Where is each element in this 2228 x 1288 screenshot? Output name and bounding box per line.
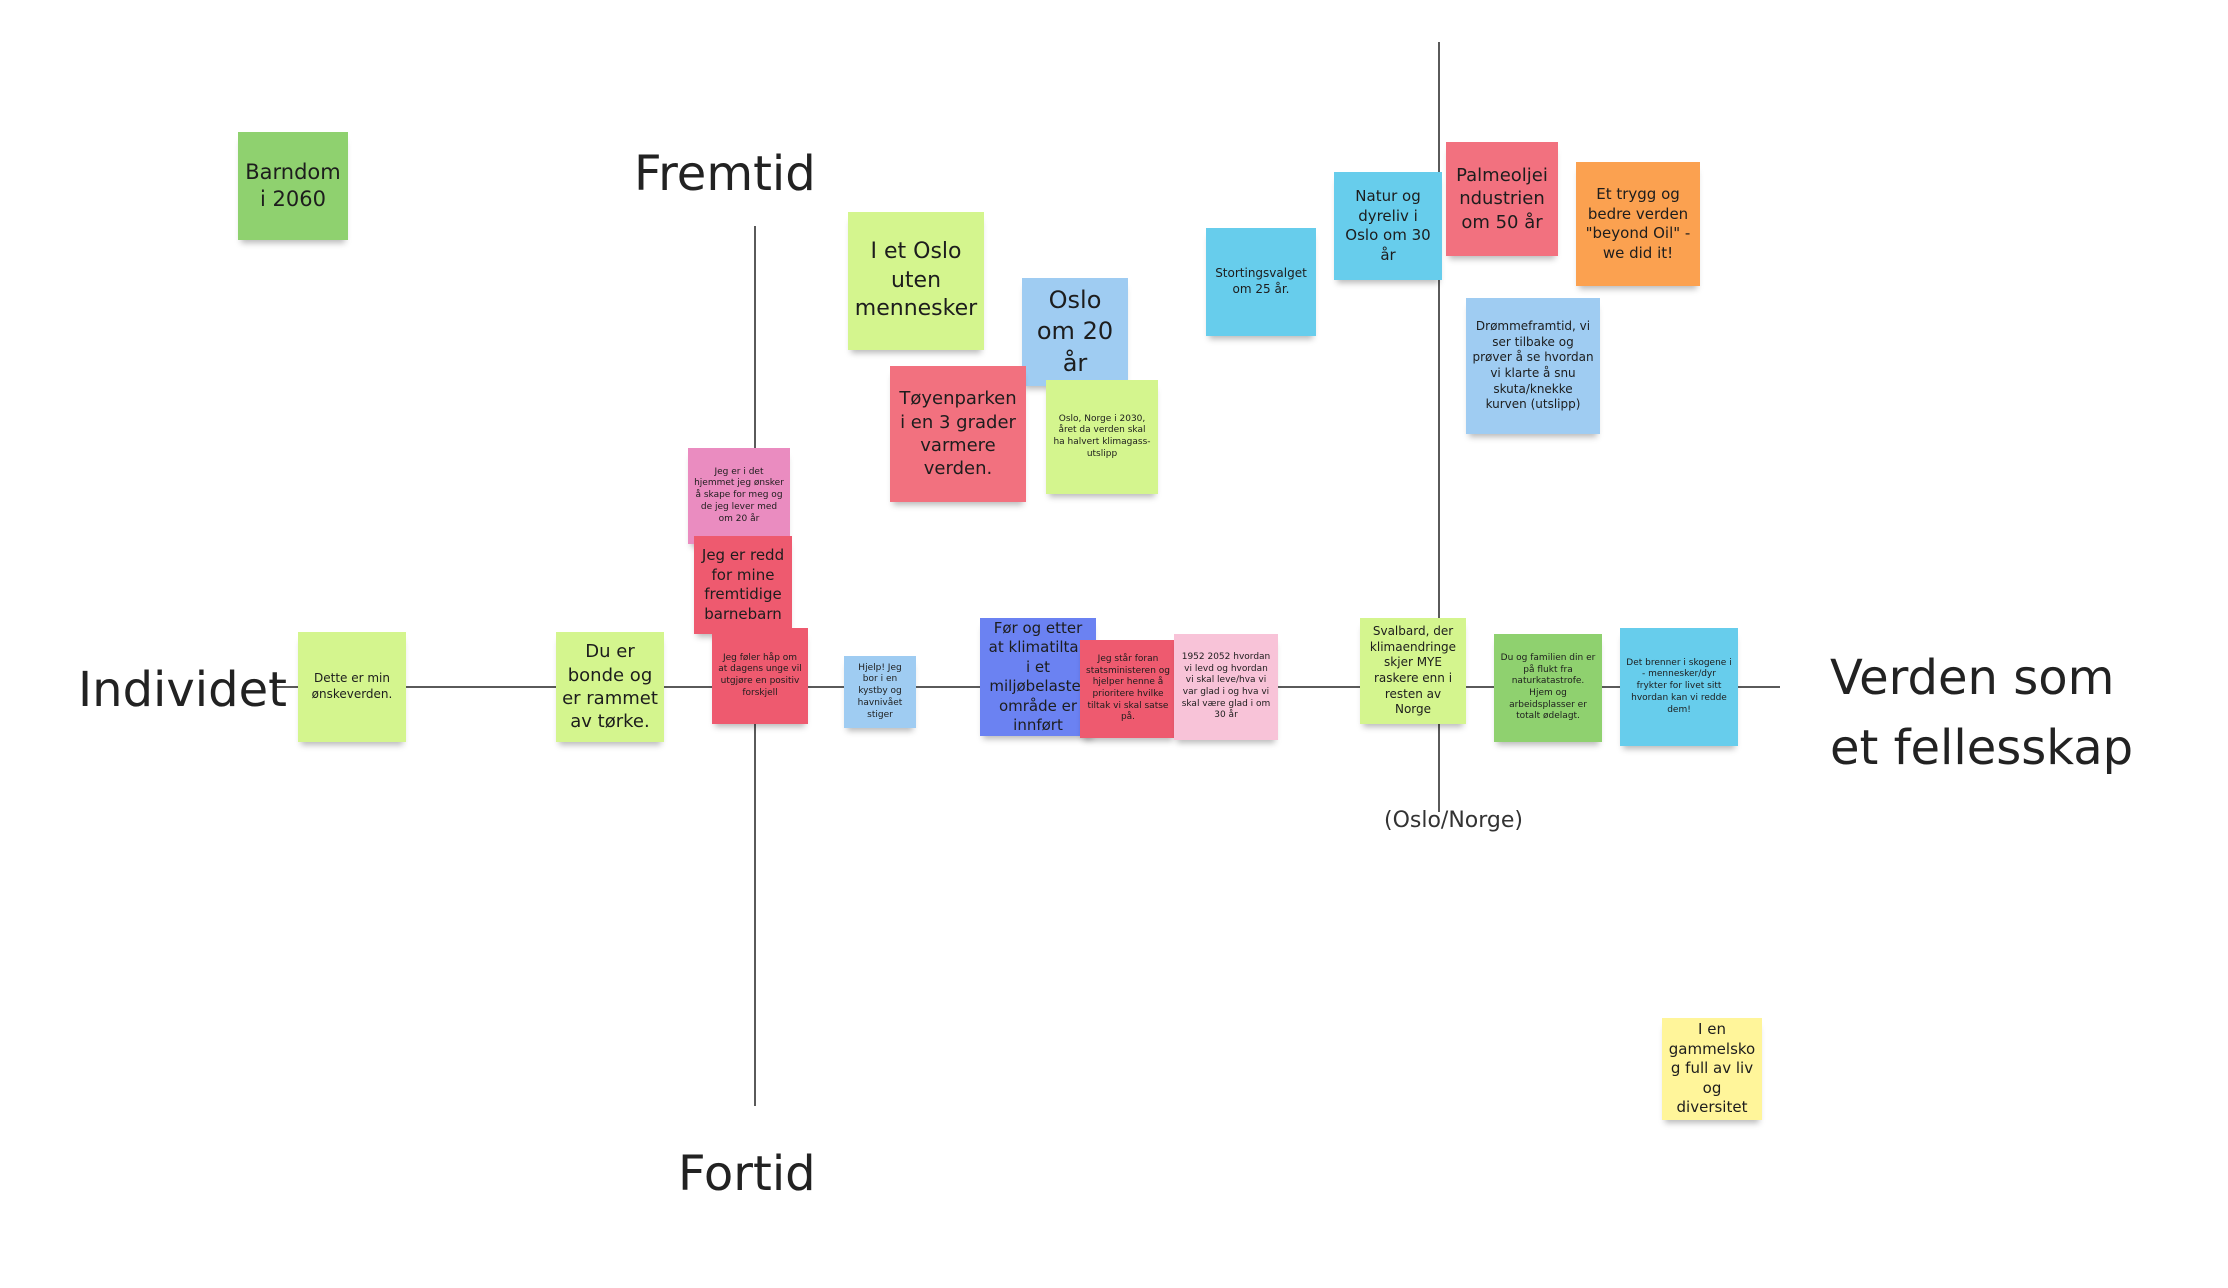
sticky-note-text: Jeg står foran statsministeren og hjelpe…: [1086, 653, 1171, 723]
sticky-note[interactable]: Svalbard, der klimaendringe skjer MYE ra…: [1360, 618, 1466, 724]
sticky-note[interactable]: Hjelp! Jeg bor i en kystby og havnivået …: [844, 656, 916, 728]
sticky-note-text: 1952 2052 hvordan vi levd og hvordan vi …: [1181, 651, 1271, 721]
sticky-note[interactable]: Oslo, Norge i 2030, året da verden skal …: [1046, 380, 1158, 494]
sticky-note[interactable]: Du og familien din er på flukt fra natur…: [1494, 634, 1602, 742]
sticky-note-text: Du og familien din er på flukt fra natur…: [1500, 652, 1596, 722]
sticky-note-text: Svalbard, der klimaendringe skjer MYE ra…: [1369, 624, 1457, 717]
sticky-note[interactable]: Barndom i 2060: [238, 132, 348, 240]
sticky-note-text: Natur og dyreliv i Oslo om 30 år: [1345, 187, 1431, 264]
sticky-note-text: Stortingsvalget om 25 år.: [1215, 266, 1307, 296]
sticky-note[interactable]: Natur og dyreliv i Oslo om 30 år: [1334, 172, 1442, 280]
axis-label-fortid: Fortid: [678, 1146, 816, 1202]
axis-label-fremtid: Fremtid: [634, 146, 816, 202]
sticky-note-text: Dette er min ønskeverden.: [311, 671, 393, 701]
sticky-note[interactable]: Tøyenparken i en 3 grader varmere verden…: [890, 366, 1026, 502]
sticky-note-text: Oslo om 20 år: [1036, 286, 1114, 377]
axis-label-verden-line1: Verden som: [1830, 650, 2115, 706]
sticky-note[interactable]: Drømmeframtid, vi ser tilbake og prøver …: [1466, 298, 1600, 434]
sticky-note[interactable]: Du er bonde og er rammet av tørke.: [556, 632, 664, 742]
sticky-note[interactable]: Palmeoljei ndustrien om 50 år: [1446, 142, 1558, 256]
sticky-note[interactable]: Jeg er i det hjemmet jeg ønsker å skape …: [688, 448, 790, 544]
axis-label-verden-line2: et fellesskap: [1830, 720, 2134, 776]
sticky-note-text: Hjelp! Jeg bor i en kystby og havnivået …: [857, 662, 903, 720]
sticky-note[interactable]: Før og etter at klimatiltak i et miljøbe…: [980, 618, 1096, 736]
sticky-note-text: Oslo, Norge i 2030, året da verden skal …: [1053, 413, 1151, 459]
sticky-note-text: Det brenner i skogene i - mennesker/dyr …: [1626, 657, 1732, 715]
sticky-note[interactable]: Dette er min ønskeverden.: [298, 632, 406, 742]
sticky-note[interactable]: Jeg føler håp om at dagens unge vil utgj…: [712, 628, 808, 724]
sticky-note[interactable]: I et Oslo uten mennesker: [848, 212, 984, 350]
sticky-note-text: Jeg føler håp om at dagens unge vil utgj…: [718, 652, 802, 698]
sticky-note-text: Før og etter at klimatiltak i et miljøbe…: [988, 618, 1088, 735]
sticky-note-text: Barndom i 2060: [245, 159, 341, 211]
sticky-note-text: Drømmeframtid, vi ser tilbake og prøver …: [1472, 319, 1594, 412]
sticky-note-text: Et trygg og bedre verden "beyond Oil" - …: [1585, 185, 1691, 262]
sticky-note[interactable]: Jeg er redd for mine fremtidige barnebar…: [694, 536, 792, 634]
sticky-note[interactable]: Oslo om 20 år: [1022, 278, 1128, 386]
sticky-note[interactable]: Jeg står foran statsministeren og hjelpe…: [1080, 640, 1176, 738]
sticky-note-text: I en gammelskog full av liv og diversite…: [1668, 1020, 1756, 1117]
sticky-note-text: I et Oslo uten mennesker: [854, 239, 978, 322]
sticky-note-text: Tøyenparken i en 3 grader varmere verden…: [899, 388, 1017, 480]
sticky-note-text: Palmeoljei ndustrien om 50 år: [1456, 164, 1548, 233]
vertical-axis-right: [1438, 42, 1440, 812]
sticky-note[interactable]: Det brenner i skogene i - mennesker/dyr …: [1620, 628, 1738, 746]
sticky-note-text: Jeg er redd for mine fremtidige barnebar…: [701, 546, 785, 623]
sticky-note-text: Jeg er i det hjemmet jeg ønsker å skape …: [694, 466, 784, 524]
sticky-note[interactable]: Et trygg og bedre verden "beyond Oil" - …: [1576, 162, 1700, 286]
axis-label-individet: Individet: [78, 662, 287, 718]
sticky-note[interactable]: I en gammelskog full av liv og diversite…: [1662, 1018, 1762, 1120]
sticky-note-text: Du er bonde og er rammet av tørke.: [562, 641, 658, 733]
sticky-note[interactable]: Stortingsvalget om 25 år.: [1206, 228, 1316, 336]
oslo-norge-label: (Oslo/Norge): [1384, 808, 1524, 833]
sticky-note[interactable]: 1952 2052 hvordan vi levd og hvordan vi …: [1174, 634, 1278, 740]
